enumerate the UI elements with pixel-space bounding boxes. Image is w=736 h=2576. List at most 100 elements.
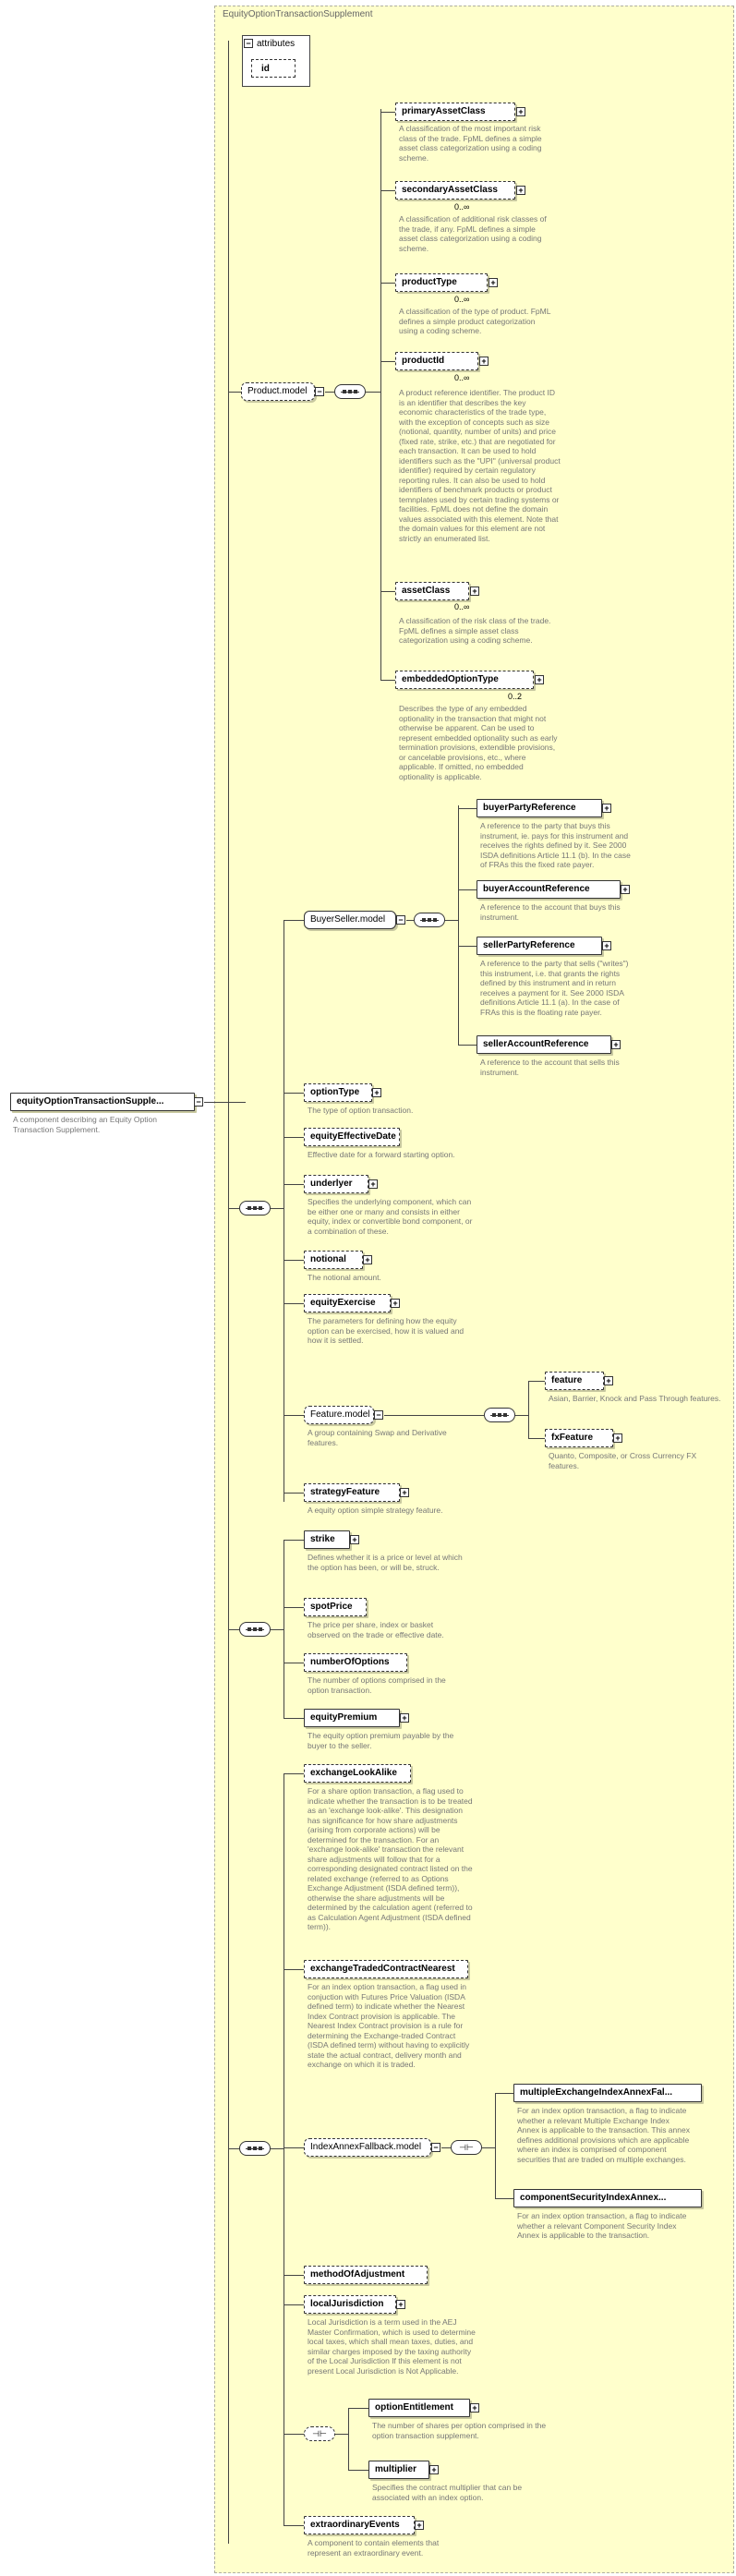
- sequence-icon[interactable]: [414, 913, 445, 927]
- choice-icon[interactable]: ⊣⊢: [304, 2426, 335, 2441]
- element-multiplier[interactable]: multiplier: [368, 2461, 429, 2479]
- element-strategyFeature[interactable]: strategyFeature: [304, 1483, 400, 1502]
- element-sellerPartyReference[interactable]: sellerPartyReference: [477, 937, 602, 955]
- sequence-icon[interactable]: [334, 384, 366, 399]
- root-element-label: equityOptionTransactionSupple...: [17, 1096, 164, 1107]
- element-embeddedOptionType[interactable]: embeddedOptionType: [395, 671, 534, 689]
- collapse-icon[interactable]: −: [431, 2143, 440, 2152]
- desc: A classification of the type of product.…: [399, 307, 551, 335]
- element-sellerAccountReference[interactable]: sellerAccountReference: [477, 1035, 611, 1054]
- element-localJurisdiction[interactable]: localJurisdiction: [304, 2295, 396, 2314]
- element-equityPremium[interactable]: equityPremium: [304, 1709, 400, 1727]
- sequence-icon[interactable]: [239, 1622, 271, 1637]
- expand-icon[interactable]: +: [604, 1376, 613, 1385]
- collapse-icon[interactable]: −: [396, 915, 405, 925]
- attribute-id[interactable]: id: [251, 59, 296, 78]
- element-exchangeLookAlike[interactable]: exchangeLookAlike: [304, 1764, 411, 1783]
- desc: Defines whether it is a price or level a…: [308, 1553, 463, 1572]
- element-assetClass[interactable]: assetClass: [395, 582, 469, 600]
- expand-icon[interactable]: +: [396, 2300, 405, 2309]
- element-equityEffectiveDate[interactable]: equityEffectiveDate: [304, 1128, 400, 1146]
- element-secondaryAssetClass[interactable]: secondaryAssetClass: [395, 181, 515, 200]
- desc: The notional amount.: [308, 1273, 381, 1282]
- expand-icon[interactable]: +: [391, 1299, 400, 1308]
- expand-icon[interactable]: +: [602, 941, 611, 950]
- expand-icon[interactable]: +: [535, 675, 544, 684]
- element-buyerPartyReference[interactable]: buyerPartyReference: [477, 799, 602, 817]
- desc: A classification of the risk class of th…: [399, 616, 551, 645]
- sequence-icon[interactable]: [484, 1408, 515, 1422]
- expand-icon[interactable]: +: [613, 1433, 622, 1443]
- feature-model-group[interactable]: Feature.model: [304, 1406, 374, 1424]
- desc: A classification of additional risk clas…: [399, 214, 547, 253]
- desc: The number of options comprised in the o…: [308, 1675, 446, 1695]
- element-productId[interactable]: productId: [395, 352, 478, 370]
- desc: The equity option premium payable by the…: [308, 1731, 454, 1750]
- element-equityExercise[interactable]: equityExercise: [304, 1294, 391, 1312]
- expand-icon[interactable]: +: [368, 1179, 378, 1189]
- element-extraordinaryEvents[interactable]: extraordinaryEvents: [304, 2516, 415, 2534]
- element-spotPrice[interactable]: spotPrice: [304, 1598, 367, 1616]
- indexannex-model-group[interactable]: IndexAnnexFallback.model: [304, 2138, 431, 2157]
- expand-icon[interactable]: +: [489, 278, 498, 287]
- desc: For an index option transaction, a flag …: [308, 1982, 470, 2069]
- element-fxFeature[interactable]: fxFeature: [545, 1429, 613, 1447]
- expand-icon[interactable]: +: [372, 1088, 381, 1097]
- root-element[interactable]: equityOptionTransactionSupple...: [10, 1093, 195, 1111]
- collapse-icon[interactable]: −: [315, 387, 324, 396]
- desc: Specifies the contract multiplier that c…: [372, 2483, 523, 2502]
- element-underlyer[interactable]: underlyer: [304, 1175, 368, 1193]
- element-multipleExchangeIndexAnnexFallback[interactable]: multipleExchangeIndexAnnexFal...: [513, 2084, 702, 2102]
- expand-icon[interactable]: +: [470, 587, 479, 596]
- desc: The type of option transaction.: [308, 1106, 414, 1115]
- desc: A component to contain elements that rep…: [308, 2538, 440, 2558]
- choice-icon[interactable]: ⊣⊢: [451, 2140, 482, 2155]
- desc: Asian, Barrier, Knock and Pass Through f…: [549, 1394, 721, 1403]
- sequence-icon[interactable]: [239, 2141, 271, 2156]
- element-exchangeTradedContractNearest[interactable]: exchangeTradedContractNearest: [304, 1960, 468, 1978]
- collapse-icon[interactable]: −: [374, 1410, 383, 1420]
- element-productType[interactable]: productType: [395, 273, 488, 292]
- sequence-icon[interactable]: [239, 1201, 271, 1215]
- collapse-icon[interactable]: −: [244, 39, 253, 48]
- element-optionEntitlement[interactable]: optionEntitlement: [368, 2399, 470, 2417]
- expand-icon[interactable]: +: [350, 1535, 359, 1544]
- connector: [366, 392, 380, 393]
- expand-icon[interactable]: +: [621, 885, 630, 894]
- product-model-group[interactable]: Product.model: [241, 382, 315, 401]
- element-notional[interactable]: notional: [304, 1251, 363, 1269]
- desc: A equity option simple strategy feature.: [308, 1506, 443, 1515]
- cardinality: 0..∞: [454, 602, 470, 611]
- expand-icon[interactable]: +: [611, 1040, 621, 1049]
- element-numberOfOptions[interactable]: numberOfOptions: [304, 1653, 407, 1672]
- desc: A classification of the most important r…: [399, 124, 542, 163]
- expand-icon[interactable]: +: [415, 2521, 424, 2530]
- expand-icon[interactable]: +: [400, 1488, 409, 1497]
- element-buyerAccountReference[interactable]: buyerAccountReference: [477, 880, 621, 899]
- desc: A group containing Swap and Derivative f…: [308, 1428, 447, 1447]
- element-feature[interactable]: feature: [545, 1372, 604, 1390]
- expand-icon[interactable]: +: [516, 107, 525, 116]
- element-primaryAssetClass[interactable]: primaryAssetClass: [395, 103, 515, 121]
- buyerseller-model-group[interactable]: BuyerSeller.model: [304, 911, 396, 929]
- desc: For an index option transaction, a flag …: [517, 2211, 687, 2240]
- trunk-line: [228, 41, 229, 2544]
- element-optionType[interactable]: optionType: [304, 1083, 372, 1102]
- collapse-icon[interactable]: −: [194, 1097, 203, 1107]
- expand-icon[interactable]: +: [516, 186, 525, 195]
- expand-icon[interactable]: +: [479, 357, 489, 366]
- desc: A product reference identifier. The prod…: [399, 388, 561, 543]
- connector: [228, 392, 241, 393]
- expand-icon[interactable]: +: [429, 2465, 439, 2474]
- element-methodOfAdjustment[interactable]: methodOfAdjustment: [304, 2266, 428, 2284]
- element-componentSecurityIndexAnnexFallback[interactable]: componentSecurityIndexAnnex...: [513, 2189, 702, 2207]
- expand-icon[interactable]: +: [363, 1255, 372, 1264]
- desc: The parameters for defining how the equi…: [308, 1316, 465, 1345]
- attributes-label: attributes: [257, 39, 296, 49]
- expand-icon[interactable]: +: [602, 804, 611, 813]
- expand-icon[interactable]: +: [470, 2403, 479, 2413]
- expand-icon[interactable]: +: [400, 1713, 409, 1723]
- element-strike[interactable]: strike: [304, 1530, 350, 1549]
- desc: The number of shares per option comprise…: [372, 2421, 547, 2440]
- desc: A reference to the account that buys thi…: [480, 902, 621, 922]
